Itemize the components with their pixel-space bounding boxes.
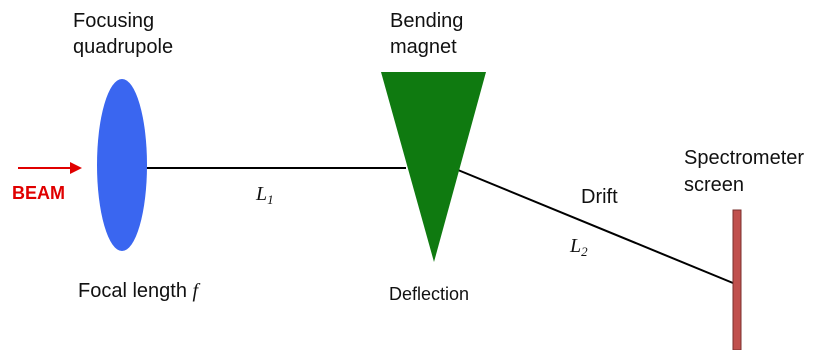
deflection-label: Deflection [389, 284, 470, 304]
focal-length-label: Focal length f [78, 280, 198, 303]
beam-path-l2 [457, 169, 734, 284]
l2-subscript: 2 [581, 244, 588, 259]
l1-subscript: 1 [267, 192, 274, 207]
quadrupole-lens [97, 79, 147, 251]
l1-symbol: L [256, 183, 268, 205]
drift-label: Drift [581, 186, 618, 208]
focal-length-symbol: f [192, 280, 199, 302]
quadrupole-title-line1: Focusing [73, 10, 155, 32]
spectrometer-screen [732, 209, 742, 350]
beam-arrow [18, 162, 82, 174]
l1-label: L1 [256, 183, 274, 208]
magnet-title-line1: Bending [390, 10, 464, 32]
screen-title-line1: Spectrometer [684, 147, 805, 169]
l2-symbol: L [570, 235, 582, 257]
bending-magnet [381, 72, 486, 262]
quadrupole-title-line2: quadrupole [73, 36, 174, 58]
beam-label: BEAM [12, 183, 65, 203]
screen-title-line2: screen [684, 174, 745, 196]
magnet-title-line2: magnet [390, 36, 457, 58]
l2-label: L2 [570, 235, 588, 260]
focal-length-text: Focal length [78, 280, 187, 302]
